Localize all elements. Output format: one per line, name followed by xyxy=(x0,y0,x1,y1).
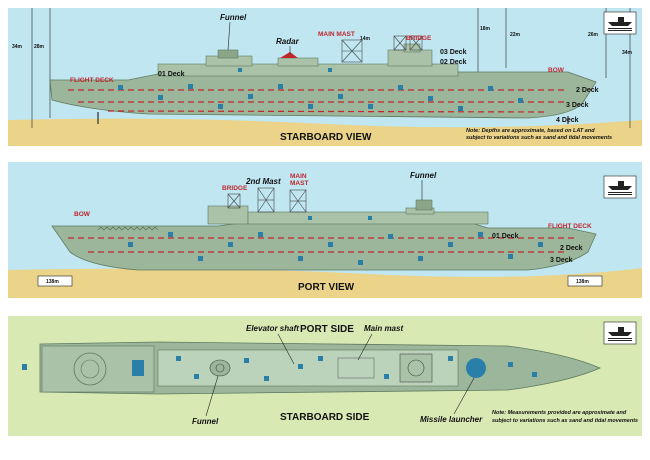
ship-hull xyxy=(51,221,597,271)
portholes xyxy=(118,68,523,111)
depth-left-outer: 34m xyxy=(12,44,23,50)
label-flight-deck: FLIGHT DECK xyxy=(70,77,114,84)
port-view-panel: Funnel 2nd Mast MAIN MAST BRIDGE BOW FLI… xyxy=(8,162,642,298)
depth-right-outer: 34m xyxy=(622,50,633,56)
depth-mid: 18m xyxy=(480,26,491,32)
depth-markers xyxy=(37,275,603,287)
label-elevator-shaft: Elevator shaft xyxy=(246,324,299,333)
flight-deck-hatch xyxy=(132,360,144,376)
plan-note-line1: Note: Measurements provided are approxim… xyxy=(492,410,627,416)
label-3-deck: 3 Deck xyxy=(566,102,589,109)
port-view-title: PORT VIEW xyxy=(298,282,355,293)
bridge-plan xyxy=(399,353,433,383)
depth-fore: 22m xyxy=(510,32,521,38)
starboard-note-line1: Note: Depths are approximate, based on L… xyxy=(466,128,595,134)
label-radar: Radar xyxy=(276,37,300,46)
plan-view-panel: PORT SIDE Elevator shaft Main mast Funne… xyxy=(8,316,642,436)
depth-left: 138m xyxy=(46,279,59,285)
label-2-deck: 2 Deck xyxy=(560,245,583,252)
label-second-mast: 2nd Mast xyxy=(245,177,281,186)
label-flight-deck: FLIGHT DECK xyxy=(548,223,592,230)
label-main-mast-line1: MAIN xyxy=(290,173,307,180)
label-missile-launcher: Missile launcher xyxy=(420,415,483,424)
depth-left-inner: 28m xyxy=(34,44,45,50)
port-view-diagram: Funnel 2nd Mast MAIN MAST BRIDGE BOW FLI… xyxy=(8,171,642,298)
superstructure xyxy=(207,205,489,225)
depth-right: 138m xyxy=(576,279,589,285)
plan-note-line2: subject to variations such as sand and t… xyxy=(492,418,638,424)
starboard-note-line2: subject to variations such as sand and t… xyxy=(466,135,612,141)
portholes xyxy=(128,216,543,265)
plan-view-diagram: PORT SIDE Elevator shaft Main mast Funne… xyxy=(22,321,638,426)
mast-lattice xyxy=(341,35,423,63)
deck-stripes xyxy=(68,89,568,113)
label-main-mast: Main mast xyxy=(364,324,403,333)
label-03-deck: 03 Deck xyxy=(440,49,467,56)
label-funnel: Funnel xyxy=(192,417,219,426)
depth-mast: 14m xyxy=(360,36,371,42)
deck-hatches xyxy=(22,356,537,381)
starboard-view-title: STARBOARD VIEW xyxy=(280,132,372,143)
funnel-plan xyxy=(209,359,231,377)
port-side-title: PORT SIDE xyxy=(300,324,354,335)
mast-lattice xyxy=(227,187,307,213)
label-bridge: BRIDGE xyxy=(222,185,248,192)
label-2-deck: 2 Deck xyxy=(576,87,599,94)
funnel-structure xyxy=(415,199,433,211)
starboard-side-title: STARBOARD SIDE xyxy=(280,412,370,423)
label-01-deck: 01 Deck xyxy=(158,71,185,78)
logo xyxy=(603,11,637,35)
label-main-mast-line2: MAST xyxy=(290,180,308,187)
depth-bow: 26m xyxy=(588,32,599,38)
main-mast-plan xyxy=(337,357,375,379)
seabed-sand xyxy=(8,118,642,146)
missile-launcher-plan xyxy=(466,358,486,378)
label-3-deck: 3 Deck xyxy=(550,257,573,264)
helipad-circle xyxy=(73,352,107,386)
label-bridge: BRIDGE xyxy=(406,35,432,42)
starboard-view-panel: Funnel Radar MAIN MAST BRIDGE FLIGHT DEC… xyxy=(8,8,642,146)
label-02-deck: 02 Deck xyxy=(440,59,467,66)
label-4-deck: 4 Deck xyxy=(556,117,579,124)
hull-supports xyxy=(97,112,569,124)
superstructure xyxy=(157,43,459,77)
radar-structure xyxy=(280,52,298,58)
label-funnel: Funnel xyxy=(410,171,437,180)
label-funnel: Funnel xyxy=(220,13,247,22)
starboard-view-diagram: Funnel Radar MAIN MAST BRIDGE FLIGHT DEC… xyxy=(8,8,642,146)
logo xyxy=(603,321,637,345)
label-01-deck: 01 Deck xyxy=(492,233,519,240)
label-bow: BOW xyxy=(548,67,565,74)
label-main-mast: MAIN MAST xyxy=(318,31,355,38)
funnel-structure xyxy=(217,49,239,59)
hull-rivets xyxy=(97,226,159,231)
logo xyxy=(603,175,637,199)
seabed-sand xyxy=(8,268,642,298)
label-bow: BOW xyxy=(74,211,91,218)
deck-stripes xyxy=(68,237,578,253)
